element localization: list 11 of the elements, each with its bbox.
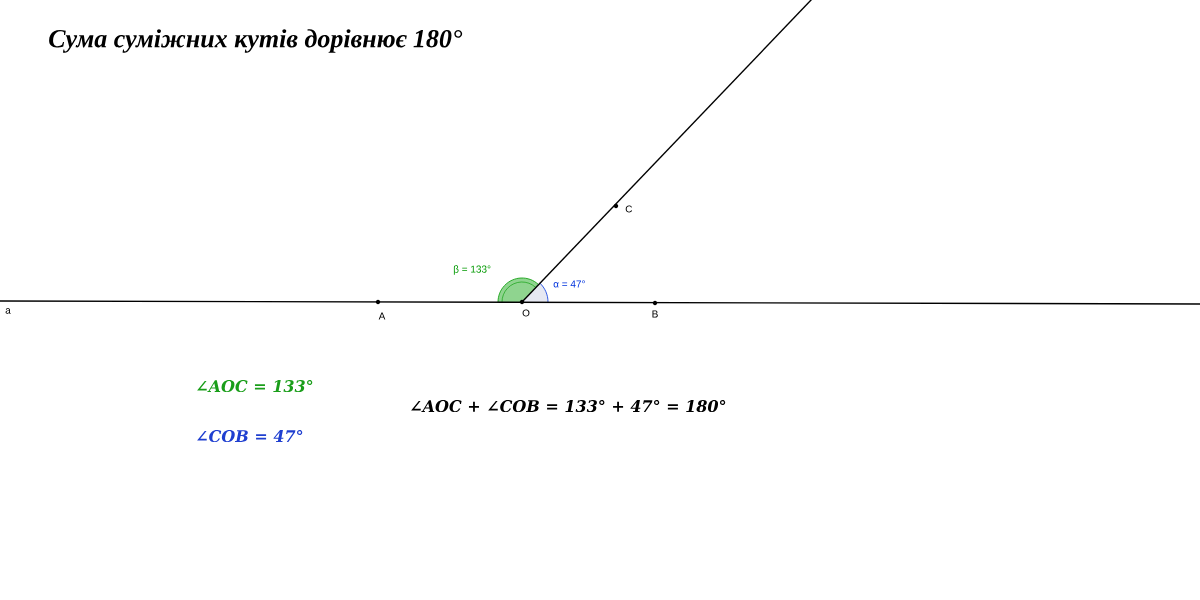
point-label: C xyxy=(625,205,633,213)
equation: ∠COB = 47° xyxy=(197,429,303,443)
equation: ∠AOC = 133° xyxy=(197,379,313,393)
title: Сума суміжних кутів дорівнює 180° xyxy=(49,29,463,53)
point-label: B xyxy=(652,310,658,318)
angle-label: α = 47° xyxy=(553,280,585,288)
point-label: O xyxy=(522,309,530,317)
point-label: A xyxy=(378,312,386,320)
equation: ∠AOC + ∠COB = 133° + 47° = 180° xyxy=(411,399,726,413)
line-label: a xyxy=(5,308,11,314)
angle-label: β = 133° xyxy=(453,265,491,275)
